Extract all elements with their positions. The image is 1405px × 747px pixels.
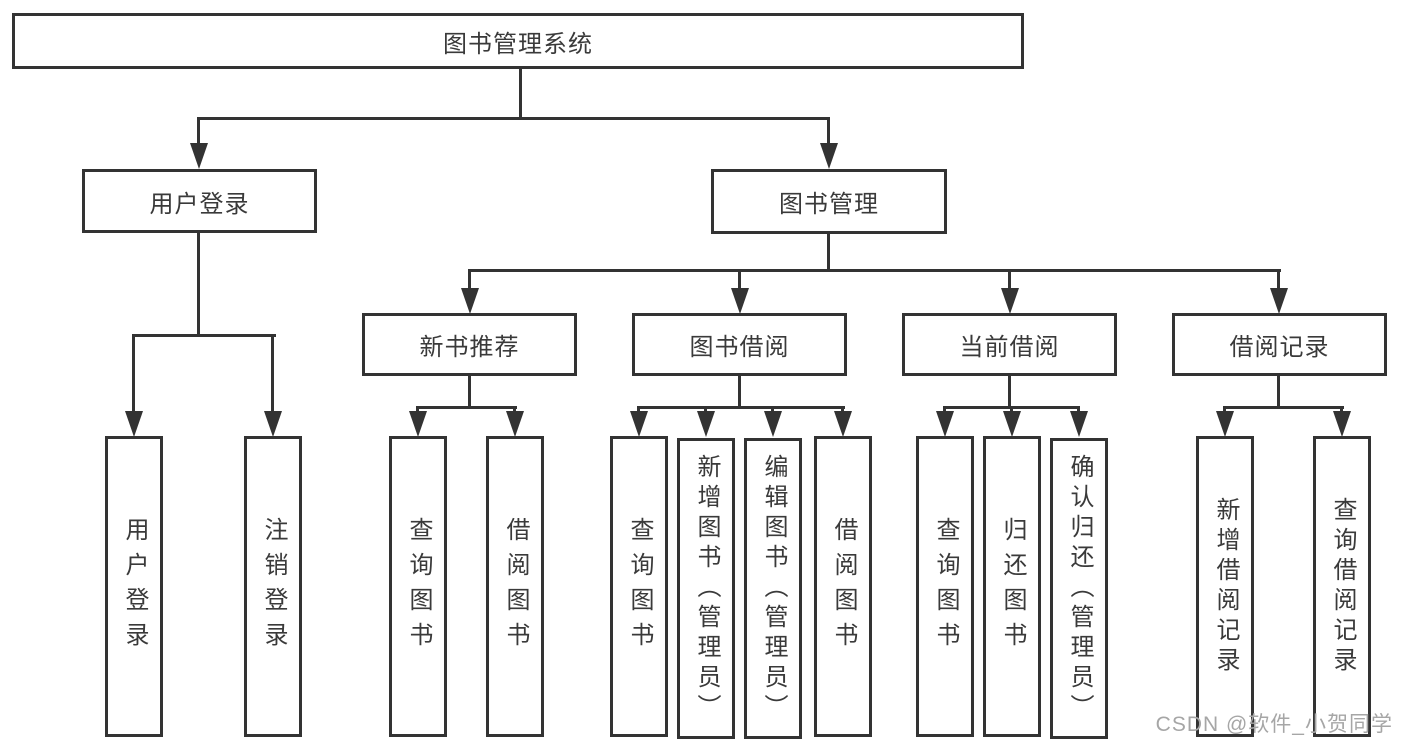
node-book-borrow: 图书借阅 [632,313,847,376]
connector-bookmgmt-drop-3 [1008,269,1011,292]
leaf-br-query-record: 查询借阅记录 [1313,436,1371,737]
arrowhead-down-icon [1070,411,1088,437]
leaf-bb-query-books-label: 查询图书 [626,516,653,657]
leaf-user-login: 用户登录 [105,436,163,737]
connector-userlogin-rail [132,334,276,337]
leaf-bb-add-books-admin: 新增图书（管理员） [677,438,735,739]
arrowhead-down-icon [1001,288,1019,314]
arrowhead-down-icon [461,288,479,314]
connector-br-rail [1223,406,1344,409]
connector-bookmgmt-drop-2 [738,269,741,292]
node-book-management-label: 图书管理 [779,191,879,218]
leaf-bb-add-books-admin-label: 新增图书（管理员） [693,453,720,724]
leaf-user-login-label: 用户登录 [121,516,148,657]
connector-bookmgmt-stem [827,234,830,271]
leaf-cb-query-books-label: 查询图书 [932,516,959,657]
connector-userlogin-drop-right [271,334,274,414]
node-current-borrow-label: 当前借阅 [959,334,1060,361]
node-user-login: 用户登录 [82,169,317,233]
leaf-logout: 注销登录 [244,436,302,737]
connector-root-stem [519,67,522,119]
node-borrow-records-label: 借阅记录 [1229,334,1330,361]
node-borrow-records: 借阅记录 [1172,313,1387,376]
arrowhead-down-icon [264,411,282,437]
connector-br-stem [1277,376,1280,408]
node-library-system: 图书管理系统 [12,13,1024,69]
connector-bookmgmt-drop-1 [468,269,471,292]
arrowhead-down-icon [409,411,427,437]
connector-nbr-rail [416,406,517,409]
connector-root-drop-left [197,117,200,146]
arrowhead-down-icon [1216,411,1234,437]
arrowhead-down-icon [1270,288,1288,314]
leaf-nbr-query-books: 查询图书 [389,436,447,737]
arrowhead-down-icon [697,411,715,437]
connector-bb-stem [738,376,741,408]
leaf-bb-edit-books-admin-label: 编辑图书（管理员） [760,453,787,724]
node-current-borrow: 当前借阅 [902,313,1117,376]
arrowhead-down-icon [630,411,648,437]
arrowhead-down-icon [731,288,749,314]
leaf-logout-label: 注销登录 [260,516,287,657]
leaf-bb-query-books: 查询图书 [610,436,668,737]
node-book-borrow-label: 图书借阅 [689,334,790,361]
leaf-cb-confirm-return-admin-label: 确认归还（管理员） [1066,453,1093,724]
arrowhead-down-icon [1333,411,1351,437]
node-book-management: 图书管理 [711,169,947,234]
leaf-bb-borrow-books-label: 借阅图书 [830,516,857,657]
arrowhead-down-icon [125,411,143,437]
leaf-br-add-record: 新增借阅记录 [1196,436,1254,737]
csdn-watermark: CSDN @软件_小贺同学 [1155,713,1393,736]
leaf-br-add-record-label: 新增借阅记录 [1212,496,1239,677]
leaf-br-query-record-label: 查询借阅记录 [1329,496,1356,677]
node-new-book-recommend-label: 新书推荐 [419,334,520,361]
leaf-bb-borrow-books: 借阅图书 [814,436,872,737]
connector-bookmgmt-rail [468,269,1281,272]
arrowhead-down-icon [820,143,838,169]
arrowhead-down-icon [936,411,954,437]
connector-nbr-stem [468,376,471,408]
connector-root-rail [197,117,830,120]
arrowhead-down-icon [506,411,524,437]
connector-bookmgmt-drop-4 [1277,269,1280,292]
connector-bb-rail [637,406,845,409]
leaf-cb-return-books: 归还图书 [983,436,1041,737]
node-library-system-label: 图书管理系统 [443,30,593,58]
leaf-cb-query-books: 查询图书 [916,436,974,737]
arrowhead-down-icon [190,143,208,169]
leaf-cb-confirm-return-admin: 确认归还（管理员） [1050,438,1108,739]
leaf-nbr-query-books-label: 查询图书 [405,516,432,657]
arrowhead-down-icon [834,411,852,437]
node-user-login-label: 用户登录 [149,190,250,218]
connector-userlogin-drop-left [132,334,135,414]
leaf-nbr-borrow-books-label: 借阅图书 [502,516,529,657]
node-new-book-recommend: 新书推荐 [362,313,577,376]
leaf-cb-return-books-label: 归还图书 [999,516,1026,657]
connector-root-drop-right [827,117,830,146]
arrowhead-down-icon [1003,411,1021,437]
leaf-nbr-borrow-books: 借阅图书 [486,436,544,737]
arrowhead-down-icon [764,411,782,437]
connector-cb-stem [1008,376,1011,408]
connector-userlogin-stem [197,233,200,336]
leaf-bb-edit-books-admin: 编辑图书（管理员） [744,438,802,739]
